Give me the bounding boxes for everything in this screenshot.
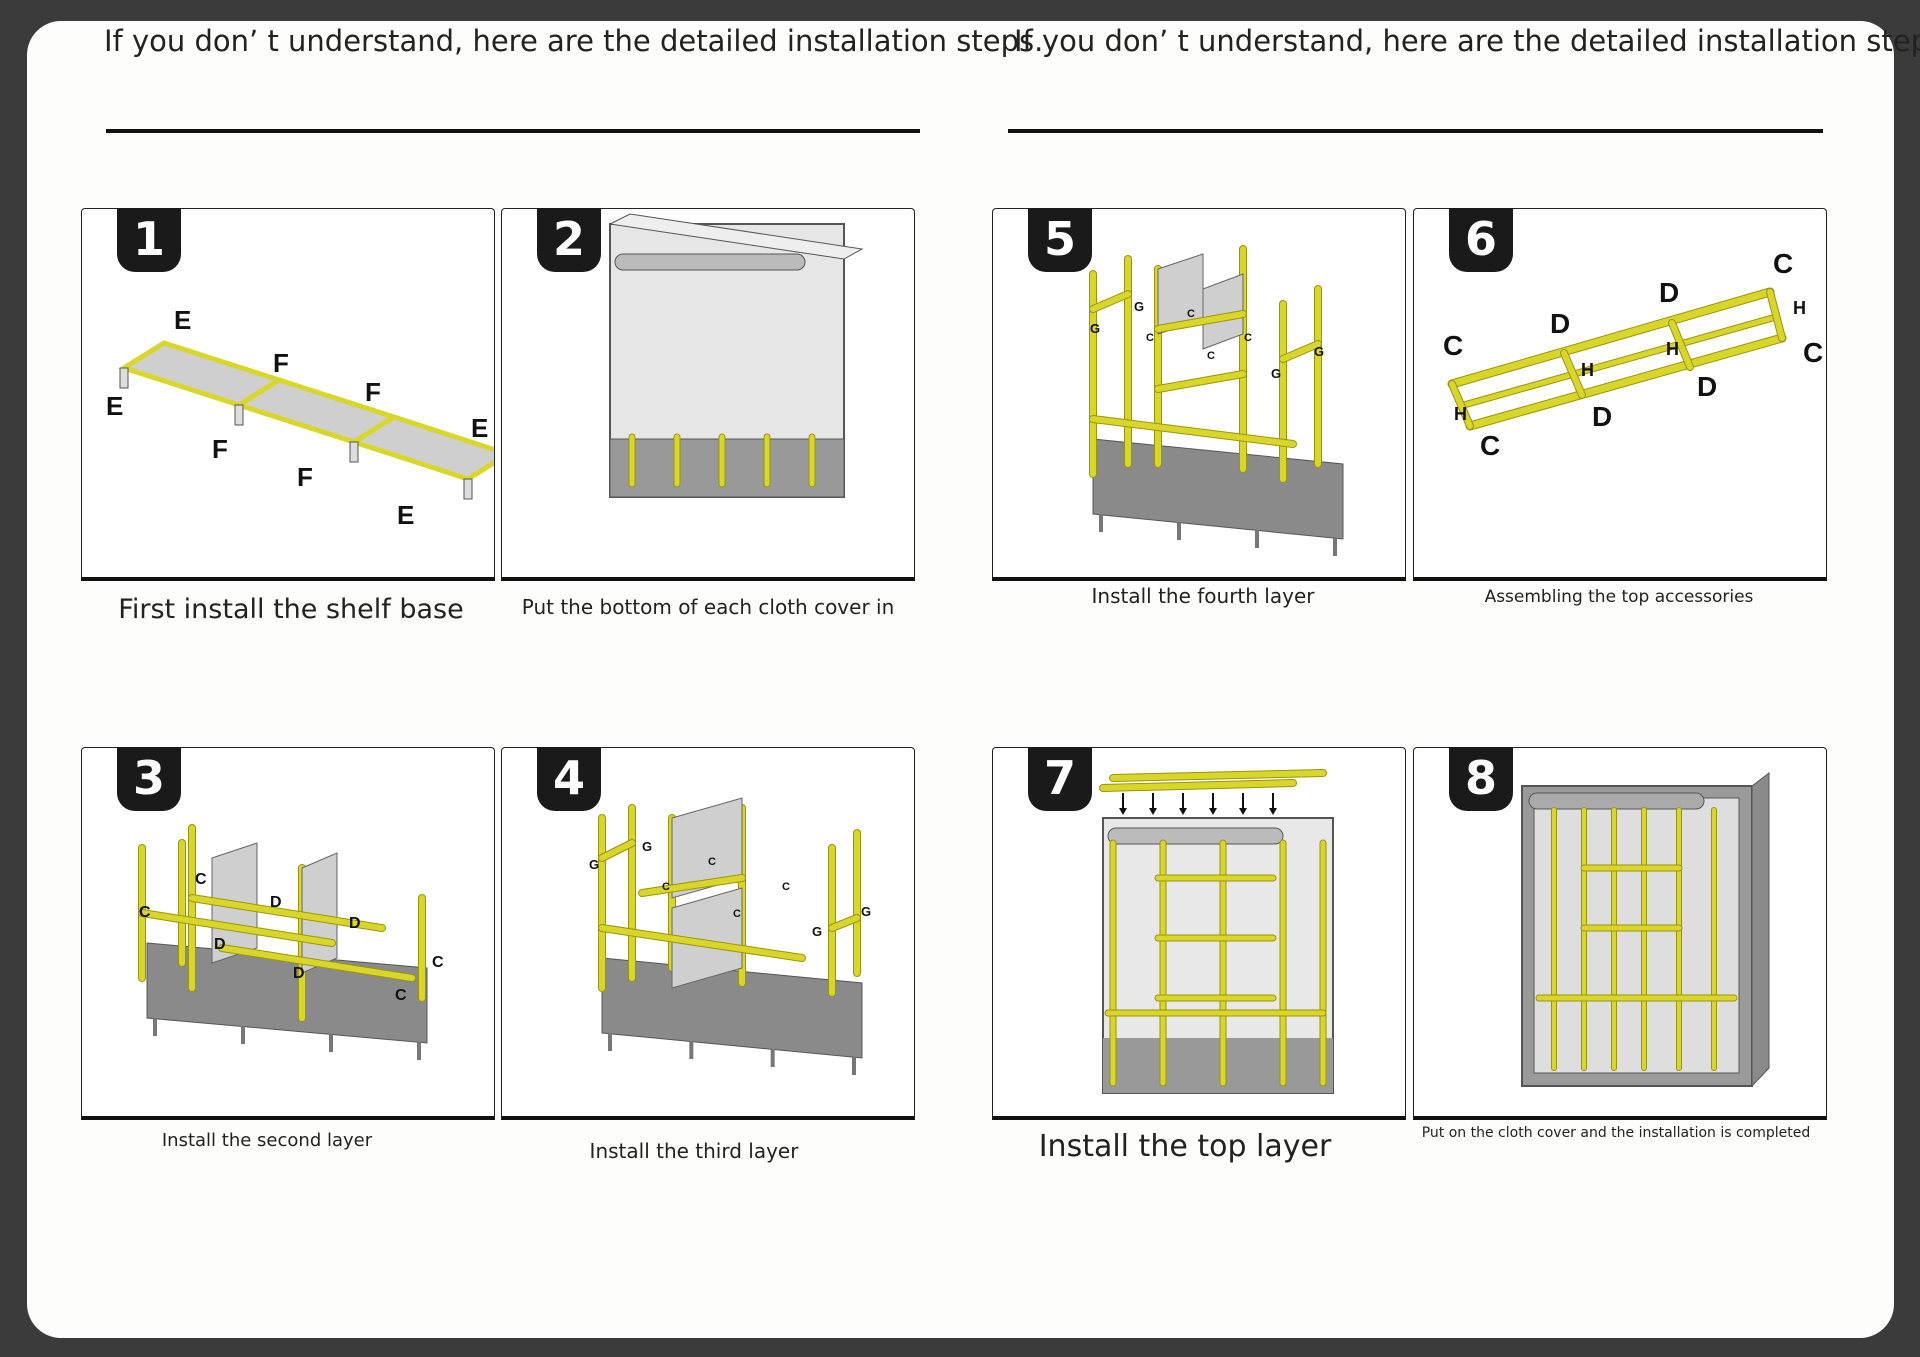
part-label: D <box>214 936 226 953</box>
divider-left <box>106 129 920 133</box>
step-3-panel: C C D D D D C C 3 <box>81 747 495 1120</box>
part-label: C <box>1244 332 1252 344</box>
step-4-caption: Install the third layer <box>589 1139 799 1163</box>
part-label: D <box>1659 277 1679 308</box>
part-label: F <box>273 348 289 378</box>
part-label: E <box>397 500 414 530</box>
divider-right <box>1008 129 1823 133</box>
heading-left: If you don’ t understand, here are the d… <box>104 24 1044 58</box>
step-3-caption: Install the second layer <box>161 1130 373 1151</box>
part-label: D <box>293 965 305 982</box>
part-label: F <box>365 377 381 407</box>
step-1-caption: First install the shelf base <box>118 594 464 625</box>
step-7-panel: 7 <box>992 747 1406 1120</box>
step-7-illustration <box>1099 769 1334 1094</box>
step-5-panel: G G C C C C G G 5 <box>992 208 1406 581</box>
part-label: D <box>1550 308 1570 339</box>
step-number-badge: 1 <box>117 208 181 272</box>
heading-right: If you don’ t understand, here are the d… <box>1014 24 1920 58</box>
part-label: H <box>1454 404 1467 424</box>
part-label: E <box>106 391 123 421</box>
part-label: G <box>1090 321 1100 336</box>
part-label: G <box>1271 366 1281 381</box>
part-label: F <box>212 434 228 464</box>
step-1-illustration: E F E F E F F E <box>106 305 494 530</box>
step-number-badge: 2 <box>537 208 601 272</box>
step-number-badge: 5 <box>1028 208 1092 272</box>
part-label: C <box>395 987 407 1004</box>
part-label: C <box>1146 332 1154 344</box>
step-2-illustration <box>608 213 864 498</box>
part-label: H <box>1581 360 1594 380</box>
part-label: D <box>349 915 361 932</box>
part-label: G <box>1314 344 1324 359</box>
part-label: C <box>1207 350 1215 362</box>
step-8-panel: 8 <box>1413 747 1827 1120</box>
step-8-caption: Put on the cloth cover and the installat… <box>1421 1125 1811 1141</box>
part-label: C <box>782 881 790 893</box>
part-label: G <box>812 924 822 939</box>
part-label: C <box>1187 308 1195 320</box>
part-label: D <box>1592 401 1612 432</box>
part-label: E <box>471 413 488 443</box>
part-label: C <box>139 904 151 921</box>
part-label: H <box>1666 339 1679 359</box>
part-label: C <box>733 908 741 920</box>
step-4-illustration: G G C C C C G G <box>589 797 871 1075</box>
part-label: G <box>1134 299 1144 314</box>
part-label: C <box>1803 337 1823 368</box>
part-label: C <box>432 954 444 971</box>
step-5-caption: Install the fourth layer <box>1091 584 1315 608</box>
step-number-badge: 8 <box>1449 747 1513 811</box>
part-label: G <box>861 904 871 919</box>
part-label: C <box>1773 248 1793 279</box>
step-1-panel: E F E F E F F E 1 <box>81 208 495 581</box>
step-2-panel: 2 <box>501 208 915 581</box>
part-label: E <box>174 305 191 335</box>
step-number-badge: 4 <box>537 747 601 811</box>
part-label: C <box>1443 330 1463 361</box>
part-label: G <box>642 839 652 854</box>
part-label: C <box>662 881 670 893</box>
part-label: C <box>1480 430 1500 461</box>
part-label: C <box>195 871 207 888</box>
step-8-illustration <box>1521 771 1770 1088</box>
part-label: D <box>270 894 282 911</box>
step-5-illustration: G G C C C C G G <box>1089 245 1344 556</box>
part-label: H <box>1793 298 1806 318</box>
step-7-caption: Install the top layer <box>1038 1129 1332 1164</box>
step-number-badge: 3 <box>117 747 181 811</box>
step-number-badge: 7 <box>1028 747 1092 811</box>
step-6-caption: Assembling the top accessories <box>1484 587 1754 607</box>
part-label: F <box>297 462 313 492</box>
step-2-caption: Put the bottom of each cloth cover in <box>521 595 895 619</box>
part-label: G <box>589 857 599 872</box>
step-3-illustration: C C D D D D C C <box>138 824 444 1060</box>
part-label: C <box>708 856 716 868</box>
step-number-badge: 6 <box>1449 208 1513 272</box>
step-4-panel: G G C C C C G G 4 <box>501 747 915 1120</box>
part-label: D <box>1697 371 1717 402</box>
